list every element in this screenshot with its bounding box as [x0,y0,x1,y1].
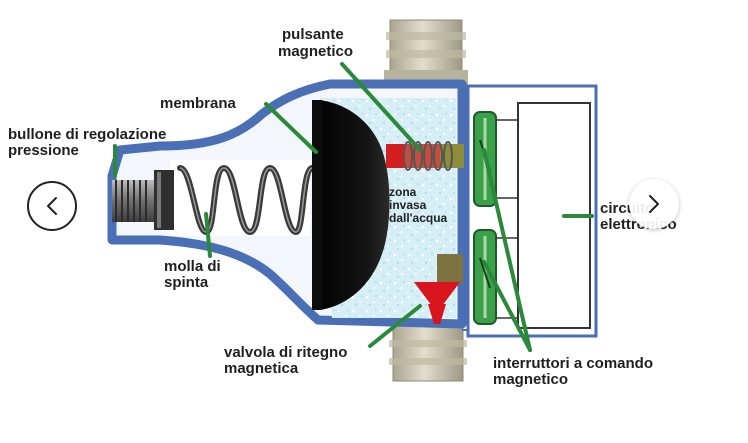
label-interruttori-line1: interruttori a comando [493,355,654,372]
chamber-detail [462,95,468,331]
leader-interruttori-1 [482,148,532,352]
label-bullone-line2: pressione [8,142,79,159]
check-valve [414,254,463,324]
leader-lines [113,62,594,352]
chevron-left-icon [45,196,59,216]
label-zona-line1: zona [389,185,417,199]
leader-membrana [264,102,318,154]
adjustment-bolt [112,170,174,230]
label-bullone-line1: bullone di regolazione [8,126,167,143]
diaphragm [312,100,390,310]
label-zona-line3: dall'acqua [389,211,448,225]
leader-valvola [368,304,422,348]
bottom-pipe-fitting [389,324,467,382]
magnetic-plunger [386,141,464,171]
chevron-right-icon [647,194,661,214]
label-molla-line1: molla di [164,258,221,275]
leader-interruttori-2 [482,260,532,352]
label-pulsante-line2: magnetico [278,43,354,60]
top-pipe-fitting [384,19,468,88]
label-valvola-line2: magnetica [224,360,299,377]
prev-slide-button[interactable] [27,181,77,231]
label-pulsante-line1: pulsante [282,26,344,43]
label-valvola-line1: valvola di ritegno [224,344,348,361]
label-membrana: membrana [160,95,236,112]
leader-molla [204,212,212,258]
label-molla-line2: spinta [164,274,209,291]
label-interruttori-line2: magnetico [493,371,569,388]
leader-pulsante [340,62,422,152]
reed-switch-bottom [473,229,497,325]
label-zona-line2: invasa [389,198,427,212]
diaphragm-rim [312,100,322,310]
next-slide-button[interactable] [629,179,679,229]
